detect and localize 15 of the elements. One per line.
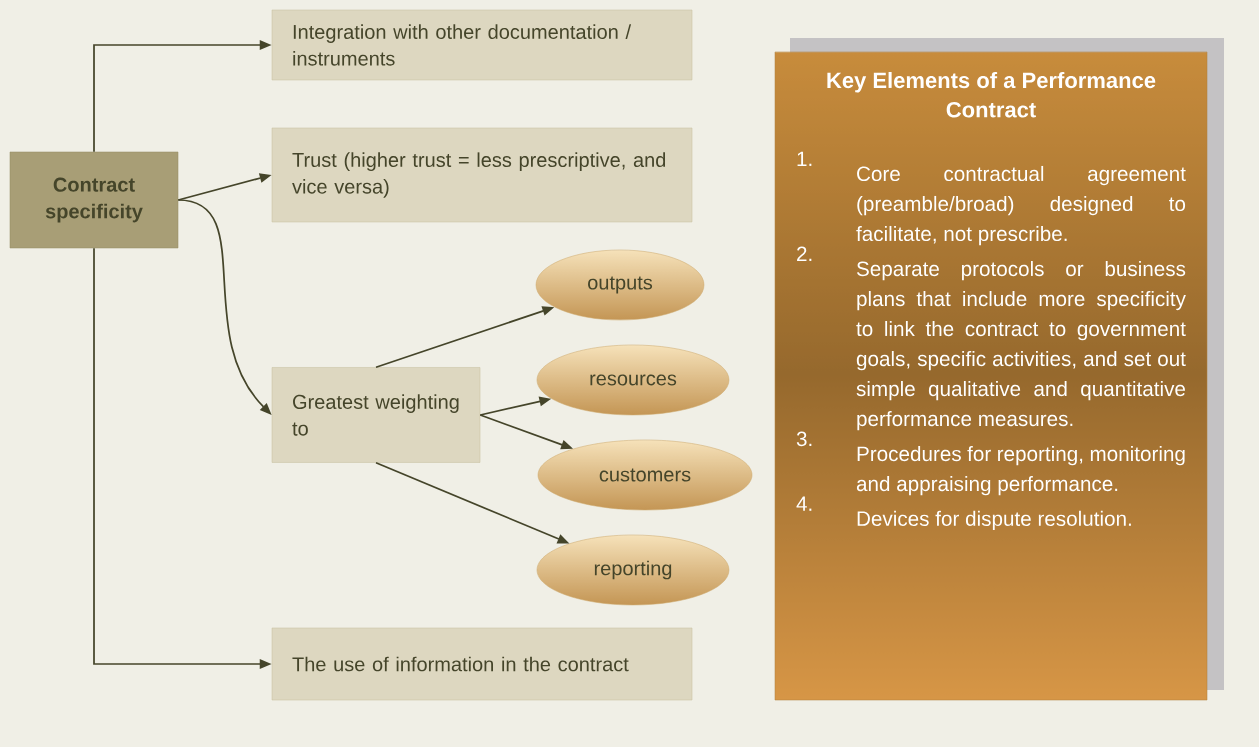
text-box: Integration with other documentation / instruments: [271, 9, 693, 81]
topic-box: Contract specificity: [9, 151, 179, 249]
list-number: 1.: [797, 151, 812, 166]
info-panel: [774, 51, 1208, 701]
text-box: Trust (higher trust = less prescriptive, and vice versa): [271, 127, 693, 223]
list-item: Devices for dispute resolution.: [857, 510, 1131, 531]
list-number: 3.: [796, 431, 812, 447]
text-box: Greatest weighting to: [271, 367, 481, 463]
list-item: Procedures for reporting, monitoring and appraising performance.: [856, 446, 1185, 496]
list-number: 4.: [796, 496, 812, 511]
list-item: Separate protocols or business plans that include more specificity to link the contract to government goals, specific activities, and set out simple qualitative and quantitative performance measures.: [856, 260, 1186, 431]
panel-heading: Key Elements of a Performance Contract: [827, 72, 1156, 118]
text-box: The use of information in the contract: [271, 627, 693, 701]
list-item: Core contractual agreement (preamble/broad) designed to facilitate, not prescribe.: [856, 165, 1186, 246]
list-number: 2.: [797, 246, 812, 261]
